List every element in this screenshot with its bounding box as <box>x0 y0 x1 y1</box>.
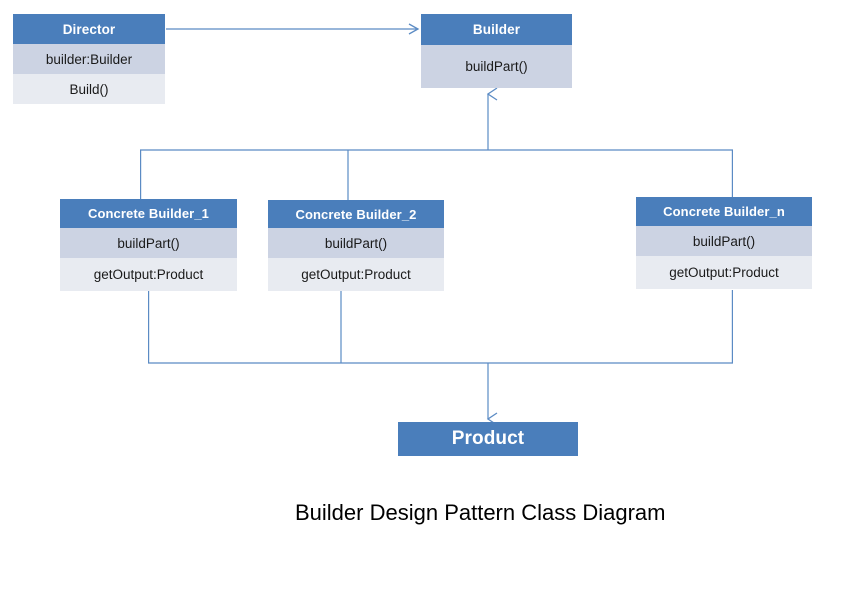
class-operation-concrete-builder-1-buildpart: buildPart() <box>60 228 237 258</box>
class-attribute-concrete-builder-1-getoutput: getOutput:Product <box>60 258 237 291</box>
class-attribute-director-builder: builder:Builder <box>13 44 165 74</box>
class-box-builder[interactable]: Builder buildPart() <box>421 14 572 88</box>
class-operation-concrete-builder-2-buildpart: buildPart() <box>268 228 444 258</box>
class-operation-builder-buildpart: buildPart() <box>421 45 572 88</box>
class-operation-concrete-builder-n-buildpart: buildPart() <box>636 226 812 256</box>
class-box-concrete-builder-n[interactable]: Concrete Builder_n buildPart() getOutput… <box>636 197 812 289</box>
class-name-concrete-builder-n: Concrete Builder_n <box>636 197 812 226</box>
class-attribute-concrete-builder-2-getoutput: getOutput:Product <box>268 258 444 291</box>
class-box-concrete-builder-1[interactable]: Concrete Builder_1 buildPart() getOutput… <box>60 199 237 291</box>
class-name-concrete-builder-2: Concrete Builder_2 <box>268 200 444 228</box>
class-box-director[interactable]: Director builder:Builder Build() <box>13 14 165 104</box>
class-box-product[interactable]: Product <box>398 422 578 456</box>
class-name-concrete-builder-1: Concrete Builder_1 <box>60 199 237 228</box>
class-name-director: Director <box>13 14 165 44</box>
class-operation-director-build: Build() <box>13 74 165 104</box>
class-attribute-concrete-builder-n-getoutput: getOutput:Product <box>636 256 812 289</box>
class-box-concrete-builder-2[interactable]: Concrete Builder_2 buildPart() getOutput… <box>268 200 444 291</box>
connector-generalization-tree <box>140 87 734 200</box>
class-name-builder: Builder <box>421 14 572 45</box>
connector-product-tree <box>148 290 734 426</box>
diagram-caption: Builder Design Pattern Class Diagram <box>295 500 666 525</box>
class-name-product: Product <box>398 422 578 456</box>
